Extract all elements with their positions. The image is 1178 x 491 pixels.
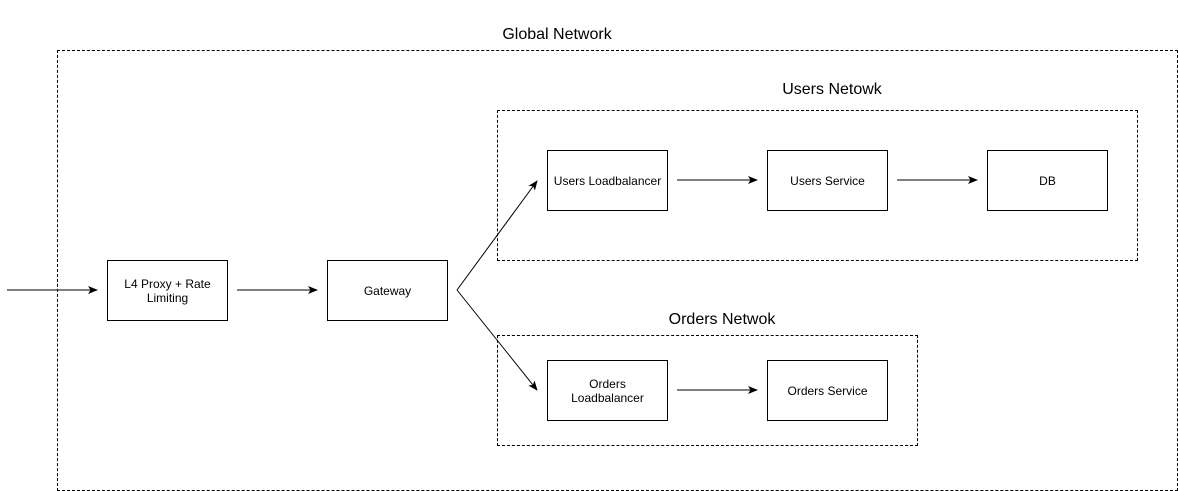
users-network-group <box>497 110 1138 261</box>
orders-network-title: Orders Netwok <box>668 311 776 328</box>
orders-loadbalancer-node[interactable]: Orders Loadbalancer <box>547 360 668 421</box>
users-service-label: Users Service <box>790 173 865 188</box>
edge-gateway-to-users-lb <box>456 180 538 291</box>
users-loadbalancer-node[interactable]: Users Loadbalancer <box>547 150 668 211</box>
orders-service-label: Orders Service <box>787 383 868 398</box>
l4-proxy-label: L4 Proxy + Rate Limiting <box>124 276 211 305</box>
global-network-title: Global Network <box>502 26 612 43</box>
l4-proxy-node[interactable]: L4 Proxy + Rate Limiting <box>107 260 228 321</box>
users-network-title: Users Netowk <box>782 81 882 98</box>
gateway-node[interactable]: Gateway <box>327 260 448 321</box>
db-node[interactable]: DB <box>987 150 1108 211</box>
users-service-node[interactable]: Users Service <box>767 150 888 211</box>
db-label: DB <box>1039 173 1056 188</box>
orders-service-node[interactable]: Orders Service <box>767 360 888 421</box>
orders-network-group <box>497 335 918 446</box>
users-loadbalancer-label: Users Loadbalancer <box>553 173 662 188</box>
orders-loadbalancer-label: Orders Loadbalancer <box>571 376 644 405</box>
gateway-label: Gateway <box>363 283 412 298</box>
edge-gateway-to-orders-lb <box>456 289 538 391</box>
